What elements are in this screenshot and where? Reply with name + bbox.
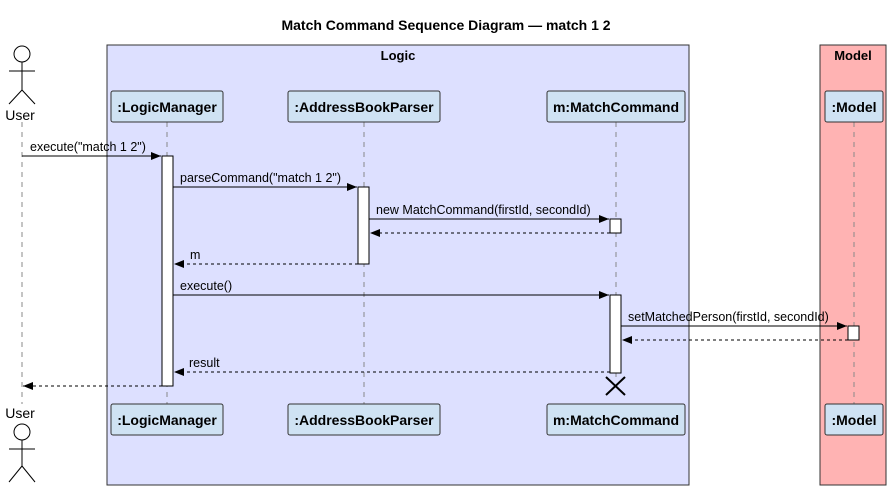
participant-logicmanager-top-label: :LogicManager — [117, 99, 217, 115]
matchcommand-execute-activation — [609, 294, 622, 374]
logic-box-label: Logic — [381, 48, 416, 63]
participant-matchcommand-top — [546, 90, 686, 123]
message-parse-label: parseCommand("match 1 2") — [180, 171, 341, 185]
destroy-marker-icon — [605, 376, 626, 396]
participant-model-top-label: :Model — [831, 99, 876, 115]
model-activation — [847, 325, 860, 341]
model-box-label: Model — [834, 48, 872, 63]
participant-parser-bottom — [287, 403, 441, 436]
participant-parser-top — [287, 90, 441, 123]
participant-matchcommand-bottom — [546, 403, 686, 436]
user-label-top: User — [5, 107, 35, 123]
participant-logicmanager-bottom — [110, 403, 224, 436]
logicmanager-activation — [161, 155, 174, 387]
user-actor-top — [8, 45, 36, 105]
participant-parser-top-label: :AddressBookParser — [294, 99, 434, 115]
message-set-matched-label: setMatchedPerson(firstId, secondId) — [628, 310, 829, 324]
user-label-bottom: User — [5, 405, 35, 421]
matchcommand-constructor-activation — [609, 218, 622, 234]
return-m-label: m — [190, 248, 200, 262]
participant-model-bottom — [824, 403, 884, 436]
user-actor-bottom — [8, 423, 36, 483]
participant-matchcommand-bottom-label: m:MatchCommand — [553, 412, 679, 428]
message-execute-label: execute("match 1 2") — [30, 140, 146, 154]
parser-activation — [357, 186, 370, 265]
message-new-command-label: new MatchCommand(firstId, secondId) — [376, 203, 591, 217]
participant-parser-bottom-label: :AddressBookParser — [294, 412, 434, 428]
participant-logicmanager-top — [110, 90, 224, 123]
participant-logicmanager-bottom-label: :LogicManager — [117, 412, 217, 428]
participant-matchcommand-top-label: m:MatchCommand — [553, 99, 679, 115]
participant-model-bottom-label: :Model — [831, 412, 876, 428]
participant-model-top — [824, 90, 884, 123]
diagram-title: Match Command Sequence Diagram — match 1… — [281, 17, 610, 33]
return-result-label: result — [189, 356, 220, 370]
message-execute-command-label: execute() — [180, 279, 232, 293]
